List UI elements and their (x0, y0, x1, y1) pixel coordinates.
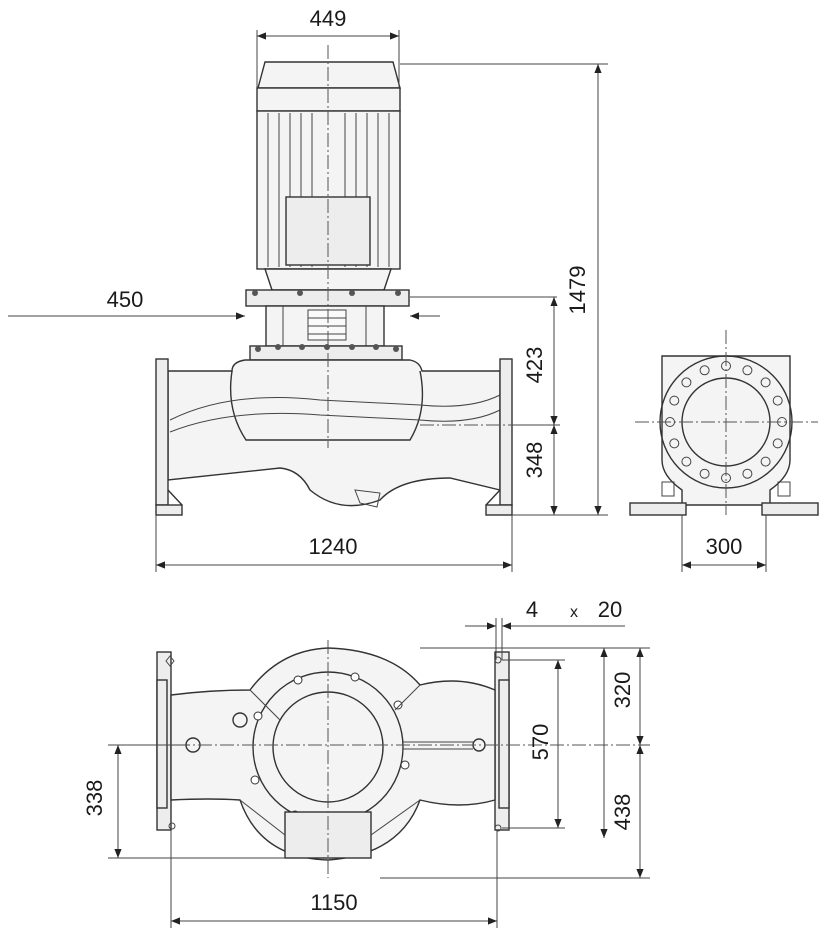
side-view (155, 45, 513, 516)
foot-right (485, 504, 513, 516)
flange-bolt-hole (669, 438, 680, 449)
flange-bolt-hole (699, 365, 710, 376)
flange-bolts-top (252, 290, 401, 296)
motor-cap (257, 61, 401, 89)
pump-casing (167, 359, 501, 507)
dim-300-label: 300 (706, 534, 743, 559)
dim-1150-label: 1150 (310, 890, 357, 915)
dim-449-label: 449 (310, 6, 347, 31)
top-view (110, 640, 650, 878)
flange-bolt-hole (772, 438, 783, 449)
dim-338-label: 338 (82, 780, 107, 817)
dim-423-label: 423 (522, 347, 547, 384)
dim-1479-label: 1479 (565, 266, 590, 315)
top-view-dimensions: 4 x 20 570 320 438 338 1150 (82, 597, 650, 928)
end-foot-left (629, 502, 687, 516)
dim-1240-label: 1240 (309, 534, 358, 559)
flange-bolt-hole (681, 456, 692, 467)
flange-bolt-hole (669, 395, 680, 406)
flange-bolt-hole (760, 456, 771, 467)
flange-bolt-hole (742, 365, 753, 376)
outlet-flange (499, 358, 513, 506)
flange-end-view (629, 330, 819, 516)
flange-bolt-hole (742, 468, 753, 479)
flange-bolt-hole (760, 377, 771, 388)
dim-438-label: 438 (610, 794, 635, 831)
end-foot-right (761, 502, 819, 516)
dim-348-label: 348 (522, 442, 547, 479)
flange-bolt-hole (699, 468, 710, 479)
foot-holes (165, 655, 502, 832)
flange-bolts-lower (255, 344, 399, 352)
dim-320-label: 320 (610, 672, 635, 709)
inlet-flange (155, 358, 169, 506)
flange-dimensions: 300 (681, 515, 767, 572)
flange-bolt-hole (772, 395, 783, 406)
top-casing (170, 647, 496, 861)
dim-4-label: 4 (526, 597, 538, 622)
side-view-dimensions: 449 450 1479 423 348 1240 (8, 6, 608, 572)
coupling (307, 309, 347, 341)
times-label: x (570, 604, 578, 621)
dim-20-label: 20 (598, 597, 622, 622)
dim-570-label: 570 (528, 724, 553, 761)
flange-bolt-hole (681, 377, 692, 388)
dim-450-label: 450 (107, 287, 144, 312)
foot-left (155, 504, 183, 516)
